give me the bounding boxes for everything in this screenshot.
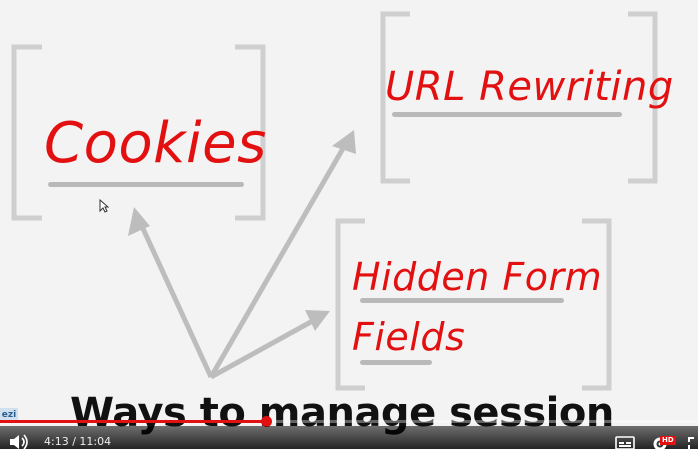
volume-icon[interactable]	[9, 434, 31, 449]
hidden-form-underline-1	[360, 298, 564, 303]
progress-scrubber[interactable]	[260, 416, 272, 427]
current-time: 4:13	[44, 435, 69, 448]
hidden-form-underline-2	[360, 360, 432, 365]
url-rewriting-underline	[392, 112, 622, 117]
arrows	[128, 130, 356, 380]
progress-played	[0, 420, 266, 423]
arrowhead-hidden	[305, 310, 330, 331]
url-rewriting-brackets	[380, 11, 658, 184]
prezi-watermark: ezi	[0, 408, 18, 422]
time-display: 4:13 / 11:04	[44, 435, 111, 448]
mouse-cursor-icon	[99, 199, 109, 213]
hd-badge: HD	[660, 436, 676, 445]
player-controls	[0, 426, 698, 449]
hidden-form-brackets	[335, 218, 612, 391]
arrowhead-url	[332, 130, 356, 154]
subtitles-icon[interactable]	[615, 436, 635, 449]
progress-bar[interactable]	[0, 416, 698, 427]
arrow-to-cookies	[137, 220, 214, 379]
cookies-brackets	[11, 44, 266, 221]
arrow-to-url-rewriting	[208, 143, 348, 379]
url-rewriting-label: URL Rewriting	[385, 64, 674, 110]
time-separator: /	[68, 435, 80, 448]
arrow-to-hidden-form	[209, 315, 320, 380]
duration: 11:04	[79, 435, 112, 448]
cookies-label: Cookies	[44, 111, 267, 176]
hidden-form-label-line1: Hidden Form	[352, 255, 603, 299]
arrowhead-cookies	[128, 207, 150, 236]
fullscreen-icon[interactable]	[688, 437, 698, 449]
cookies-underline	[48, 182, 244, 187]
hidden-form-label-line2: Fields	[352, 315, 466, 359]
